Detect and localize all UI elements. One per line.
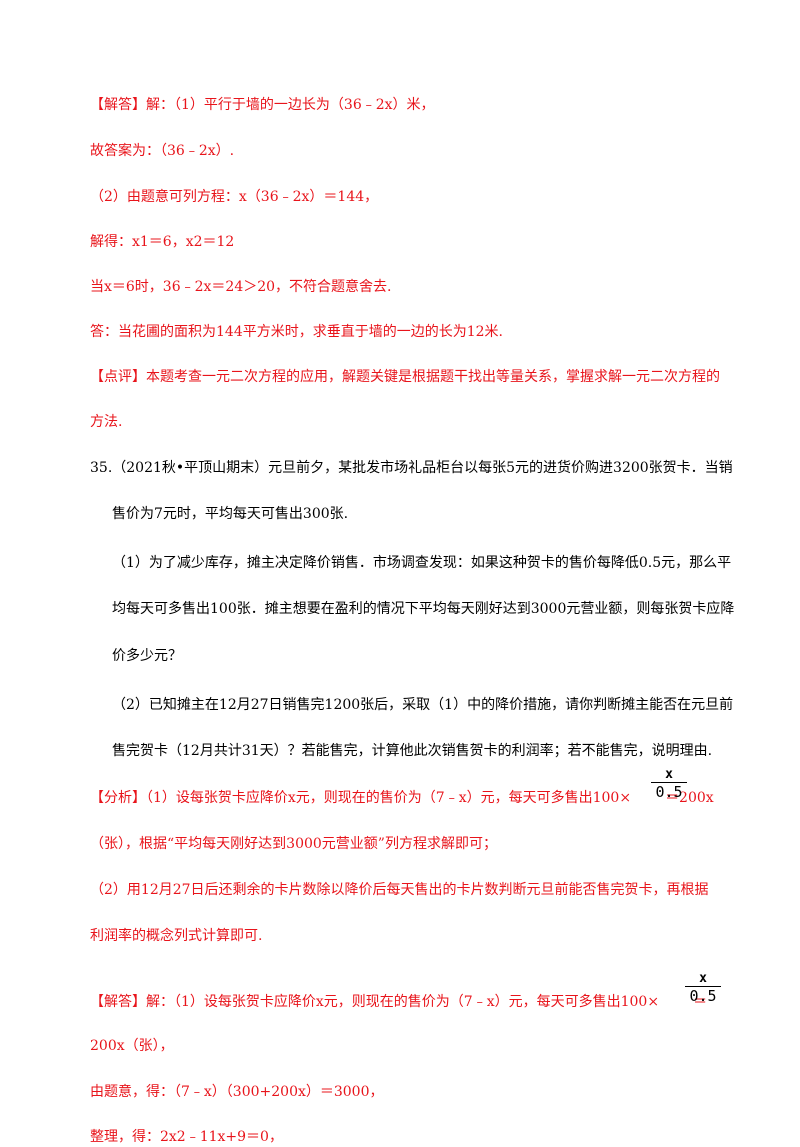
problem-line-1: 35.（2021秋•平顶山期末）元旦前夕，某批发市场礼品柜台以每张5元的进货价购… bbox=[90, 458, 733, 478]
analysis-line-3: （2）用12月27日后还剩余的卡片数除以降价后每天售出的卡片数判断元旦前能否售完… bbox=[90, 882, 709, 898]
solution2-text-a: 解：（1）设每张贺卡应降价x元，则现在的售价为（7﹣x）元，每天可多售出100× bbox=[146, 994, 660, 1010]
problem-text: （2021秋•平顶山期末）元旦前夕，某批发市场礼品柜台以每张5元的进货价购进32… bbox=[112, 460, 733, 476]
fraction-x-over-half-2: x 0.5 bbox=[685, 972, 721, 1005]
fraction-numerator: x bbox=[699, 971, 707, 986]
analysis-line-4: 利润率的概念列式计算即可. bbox=[90, 928, 263, 944]
fraction-bar bbox=[651, 782, 687, 783]
analysis-tag: 【分析】 bbox=[90, 790, 146, 806]
question-2-line-2: 售完贺卡（12月共计31天）？若能售完，计算他此次销售贺卡的利润率；若不能售完，… bbox=[112, 743, 713, 759]
solution2-line-1: 【解答】解：（1）设每张贺卡应降价x元，则现在的售价为（7﹣x）元，每天可多售出… bbox=[90, 992, 707, 1012]
comment-line-2: 方法. bbox=[90, 414, 123, 430]
solution-line-3: （2）由题意可列方程：x（36﹣2x）＝144， bbox=[90, 189, 379, 205]
fraction-numerator: x bbox=[665, 767, 673, 782]
analysis-line-2: （张），根据“平均每天刚好达到3000元营业额”列方程求解即可； bbox=[90, 836, 497, 852]
solution2-line-2: 200x（张）， bbox=[90, 1038, 174, 1054]
solution-line-1: 【解答】解：（1）平行于墙的一边长为（36﹣2x）米， bbox=[90, 95, 435, 115]
solution-tag: 【解答】 bbox=[90, 97, 146, 113]
fraction-bar bbox=[685, 986, 721, 987]
solution2-line-4: 整理，得：2x2﹣11x+9＝0， bbox=[90, 1129, 283, 1145]
question-1-line-1: （1）为了减少库存，摊主决定降价销售．市场调查发现：如果这种贺卡的售价每降低0.… bbox=[112, 555, 732, 571]
analysis-text-a: （1）设每张贺卡应降价x元，则现在的售价为（7﹣x）元，每天可多售出100× bbox=[146, 790, 632, 806]
question-1-line-2: 均每天可多售出100张．摊主想要在盈利的情况下平均每天刚好达到3000元营业额，… bbox=[112, 601, 735, 617]
solution-line-2: 故答案为：（36﹣2x）. bbox=[90, 143, 235, 159]
problem-number: 35. bbox=[90, 460, 113, 476]
problem-line-2: 售价为7元时，平均每天可售出300张. bbox=[112, 506, 349, 522]
solution2-line-3: 由题意，得：（7﹣x）（300+200x）＝3000， bbox=[90, 1084, 384, 1100]
question-2-line-1: （2）已知摊主在12月27日销售完1200张后，采取（1）中的降价措施，请你判断… bbox=[112, 697, 734, 713]
solution-line-5: 当x＝6时，36﹣2x＝24＞20，不符合题意舍去. bbox=[90, 279, 392, 295]
solution-line-4: 解得：x1＝6，x2＝12 bbox=[90, 234, 235, 250]
analysis-line-1: 【分析】（1）设每张贺卡应降价x元，则现在的售价为（7﹣x）元，每天可多售出10… bbox=[90, 788, 714, 808]
comment-tag: 【点评】 bbox=[90, 369, 146, 385]
analysis-text-b: ＝200x bbox=[665, 790, 714, 806]
question-1-line-3: 价多少元？ bbox=[112, 648, 182, 664]
solution-line-6: 答：当花圃的面积为144平方米时，求垂直于墙的一边的长为12米. bbox=[90, 324, 503, 340]
fraction-x-over-half: x 0.5 bbox=[651, 768, 687, 801]
fraction-denominator: 0.5 bbox=[689, 987, 717, 1005]
solution2-text-b: ＝ bbox=[693, 994, 708, 1010]
solution-text: 解：（1）平行于墙的一边长为（36﹣2x）米， bbox=[146, 97, 435, 113]
comment-text: 本题考查一元二次方程的应用，解题关键是根据题干找出等量关系，掌握求解一元二次方程… bbox=[146, 369, 720, 385]
comment-line-1: 【点评】本题考查一元二次方程的应用，解题关键是根据题干找出等量关系，掌握求解一元… bbox=[90, 367, 720, 387]
fraction-denominator: 0.5 bbox=[655, 783, 683, 801]
solution2-tag: 【解答】 bbox=[90, 994, 146, 1010]
